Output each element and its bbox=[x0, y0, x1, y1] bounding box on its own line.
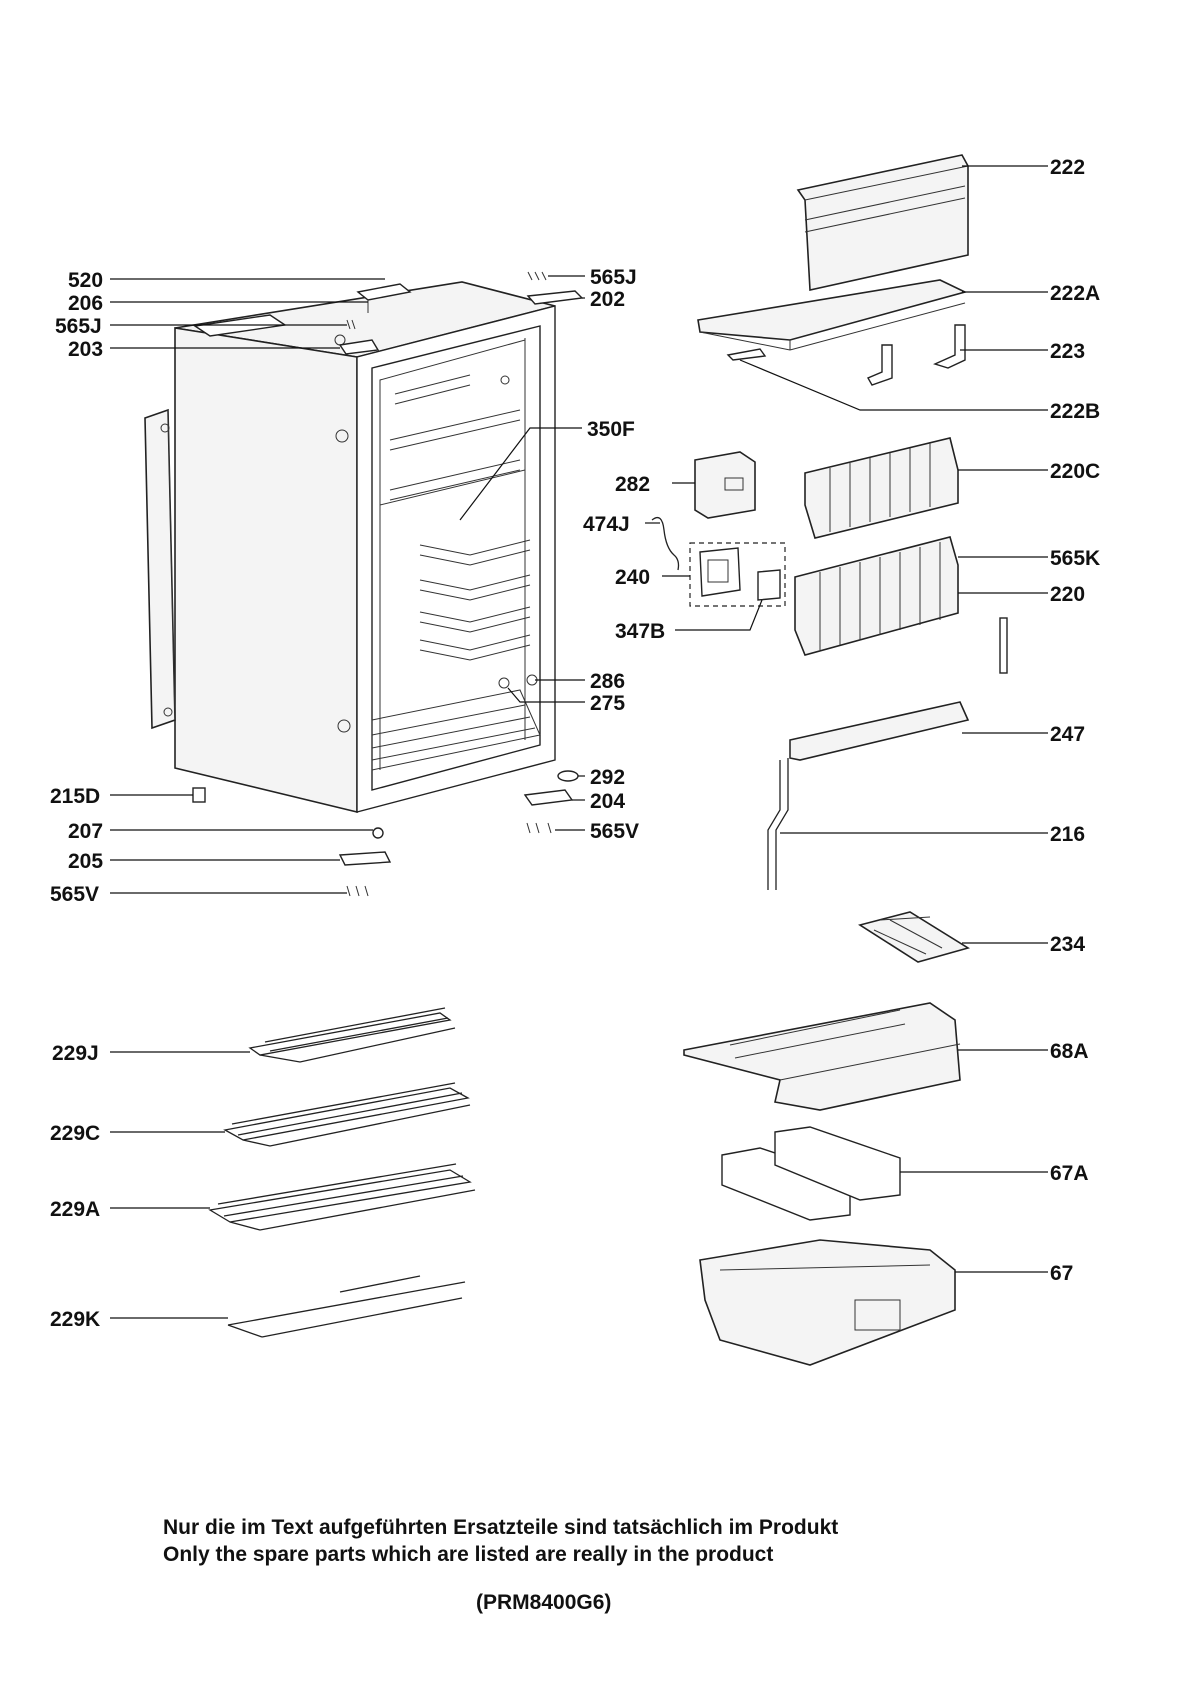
model-code: (PRM8400G6) bbox=[476, 1591, 612, 1614]
evaporator-cover-220 bbox=[794, 536, 959, 656]
ice-tray-234 bbox=[858, 911, 970, 963]
label-275: 275 bbox=[590, 692, 625, 715]
hinges-223 bbox=[867, 324, 966, 386]
label-202: 202 bbox=[590, 288, 625, 311]
label-229C: 229C bbox=[50, 1122, 100, 1145]
crisper-lid-68A bbox=[683, 1002, 961, 1111]
part-labels: 222 222A 223 222B 220C 565K 220 247 216 … bbox=[50, 156, 1100, 1331]
label-229J: 229J bbox=[52, 1042, 99, 1065]
control-unit-240 bbox=[689, 542, 786, 607]
rack-229C bbox=[223, 1082, 471, 1147]
label-350F: 350F bbox=[587, 418, 635, 441]
part-222B bbox=[726, 348, 767, 361]
label-222: 222 bbox=[1050, 156, 1085, 179]
label-565V-right: 565V bbox=[590, 820, 639, 843]
label-223: 223 bbox=[1050, 340, 1085, 363]
footnote-english: Only the spare parts which are listed ar… bbox=[163, 1543, 774, 1566]
label-216: 216 bbox=[1050, 823, 1085, 846]
label-240: 240 bbox=[615, 566, 650, 589]
label-565J-right: 565J bbox=[590, 266, 637, 289]
label-565V-left: 565V bbox=[50, 883, 99, 906]
label-520: 520 bbox=[68, 269, 103, 292]
pipe-216 bbox=[767, 758, 789, 890]
label-234: 234 bbox=[1050, 933, 1085, 956]
glass-panels-67A bbox=[721, 1126, 901, 1221]
label-222A: 222A bbox=[1050, 282, 1100, 305]
label-474J: 474J bbox=[583, 513, 630, 536]
label-67: 67 bbox=[1050, 1262, 1073, 1285]
label-565K: 565K bbox=[1050, 547, 1100, 570]
label-347B: 347B bbox=[615, 620, 665, 643]
leader-lines bbox=[110, 165, 1048, 1319]
label-229A: 229A bbox=[50, 1198, 100, 1221]
label-205: 205 bbox=[68, 850, 103, 873]
label-220C: 220C bbox=[1050, 460, 1100, 483]
rack-229K bbox=[227, 1275, 466, 1338]
drip-tray-222A bbox=[697, 279, 968, 351]
label-286: 286 bbox=[590, 670, 625, 693]
cover-282 bbox=[694, 451, 756, 519]
fridge-cabinet bbox=[174, 281, 556, 814]
label-222B: 222B bbox=[1050, 400, 1100, 423]
rack-229J bbox=[248, 1007, 456, 1063]
label-203: 203 bbox=[68, 338, 103, 361]
label-207: 207 bbox=[68, 820, 103, 843]
cabinet-small-parts bbox=[192, 271, 584, 897]
label-229K: 229K bbox=[50, 1308, 100, 1331]
label-215D: 215D bbox=[50, 785, 100, 808]
label-565J-left: 565J bbox=[55, 315, 102, 338]
cable-474J bbox=[651, 516, 680, 571]
freezer-door-222 bbox=[796, 154, 969, 291]
label-67A: 67A bbox=[1050, 1162, 1089, 1185]
bracket-247 bbox=[789, 701, 970, 761]
label-220: 220 bbox=[1050, 583, 1085, 606]
label-204: 204 bbox=[590, 790, 625, 813]
rod-part bbox=[999, 617, 1008, 674]
label-247: 247 bbox=[1050, 723, 1085, 746]
back-panel bbox=[144, 408, 176, 730]
footnote-german: Nur die im Text aufgeführten Ersatzteile… bbox=[163, 1516, 839, 1539]
label-292: 292 bbox=[590, 766, 625, 789]
evaporator-cover-220C bbox=[804, 437, 959, 539]
crisper-drawer-67 bbox=[699, 1239, 956, 1366]
label-206: 206 bbox=[68, 292, 103, 315]
label-68A: 68A bbox=[1050, 1040, 1089, 1063]
label-282: 282 bbox=[615, 473, 650, 496]
rack-229A bbox=[208, 1163, 476, 1231]
